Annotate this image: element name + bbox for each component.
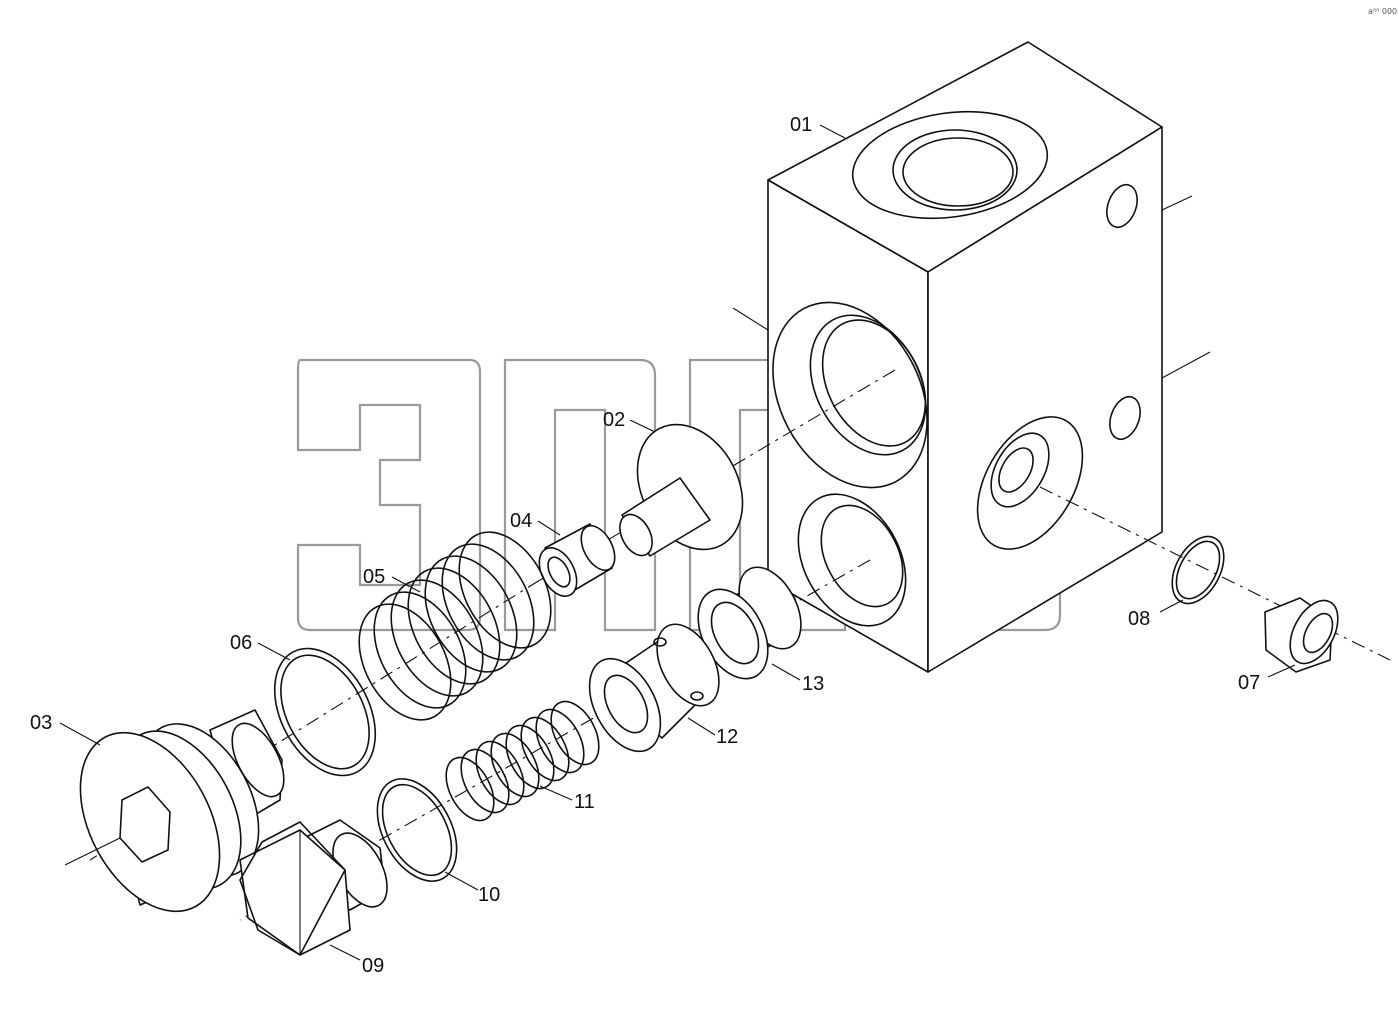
part-02-poppet — [619, 423, 744, 557]
part-12-bushing — [588, 623, 720, 753]
part-11-small-spring — [445, 700, 600, 822]
callout-09: 09 — [362, 955, 384, 977]
callout-labels: 01 02 03 04 05 06 07 08 09 10 11 12 13 — [30, 114, 1260, 977]
callout-01: 01 — [790, 114, 812, 136]
callout-12: 12 — [716, 726, 738, 748]
callout-03: 03 — [30, 712, 52, 734]
callout-07: 07 — [1238, 672, 1260, 694]
part-13-seal-ring — [697, 566, 802, 680]
callout-13: 13 — [802, 673, 824, 695]
callout-05: 05 — [363, 566, 385, 588]
part-04-sleeve — [538, 523, 616, 597]
corner-note: a⁰⁰ 000 — [1368, 7, 1397, 16]
callout-11: 11 — [574, 791, 595, 813]
part-03-large-plug — [64, 709, 285, 913]
callout-10: 10 — [478, 884, 500, 906]
part-07-small-plug — [1264, 597, 1339, 673]
callout-02: 02 — [603, 409, 625, 431]
callout-08: 08 — [1128, 608, 1150, 630]
part-10-o-ring — [376, 778, 458, 882]
part-06-o-ring — [273, 647, 377, 777]
part-08-o-ring — [1171, 535, 1225, 605]
part-09-hex-plug — [239, 819, 388, 956]
callout-06: 06 — [230, 632, 252, 654]
callout-04: 04 — [510, 510, 532, 532]
part-01-valve-block — [732, 41, 1211, 673]
callout-leaders — [59, 124, 1296, 961]
part-05-large-spring — [358, 531, 552, 721]
